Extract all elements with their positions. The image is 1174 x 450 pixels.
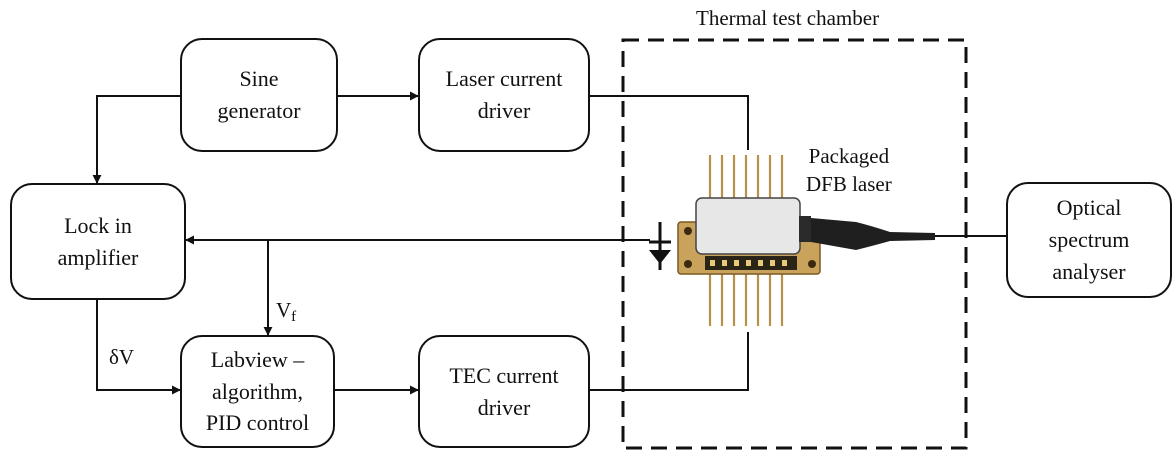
osa-line-2: spectrum <box>1048 227 1130 253</box>
dfb-laser-package <box>677 155 935 326</box>
thermal-chamber-label: Thermal test chamber <box>696 6 880 30</box>
vf-main: V <box>276 298 292 322</box>
laser-current-driver-block: Laser current driver <box>418 38 590 152</box>
dfb-laser-label: Packaged DFB laser <box>806 142 892 199</box>
labview-line-1: Labview – <box>210 346 305 372</box>
vf-subscript: f <box>291 309 297 325</box>
dfb-laser-label-line-1: Packaged <box>808 144 890 168</box>
vf-signal-label: Vf <box>276 298 296 326</box>
sine-generator-block: Sine generator <box>180 38 338 152</box>
sine-generator-line-2: generator <box>217 98 301 123</box>
sine-generator-line-1: Sine <box>239 66 279 92</box>
lock-in-amplifier-block: Lock in amplifier <box>10 183 186 300</box>
tec-driver-line-2: driver <box>477 394 531 420</box>
lockin-line-1: Lock in <box>64 212 132 238</box>
labview-pid-block: Labview – algorithm, PID control <box>180 335 335 448</box>
lockin-line-2: amplifier <box>57 244 139 270</box>
laser-driver-line-2: driver <box>477 98 531 123</box>
arrow-sine-to-lockin <box>92 95 180 184</box>
dfb-laser-label-line-2: DFB laser <box>806 172 892 197</box>
tec-current-driver-block: TEC current driver <box>418 335 590 448</box>
tec-driver-line-1: TEC current <box>449 362 559 388</box>
laser-driver-line-1: Laser current <box>445 66 563 92</box>
wire-laser-driver-to-laser <box>590 95 749 150</box>
osa-line-3: analyser <box>1052 258 1126 284</box>
osa-line-1: Optical <box>1056 195 1122 221</box>
labview-line-2: algorithm, <box>211 378 304 404</box>
photodiode-icon <box>649 222 671 270</box>
labview-line-3: PID control <box>205 410 310 436</box>
optical-spectrum-analyser-block: Optical spectrum analyser <box>1006 182 1172 298</box>
wire-tec-to-laser <box>590 332 749 391</box>
delta-v-signal-label: δV <box>109 345 135 369</box>
arrow-dv-to-labview <box>96 300 181 395</box>
